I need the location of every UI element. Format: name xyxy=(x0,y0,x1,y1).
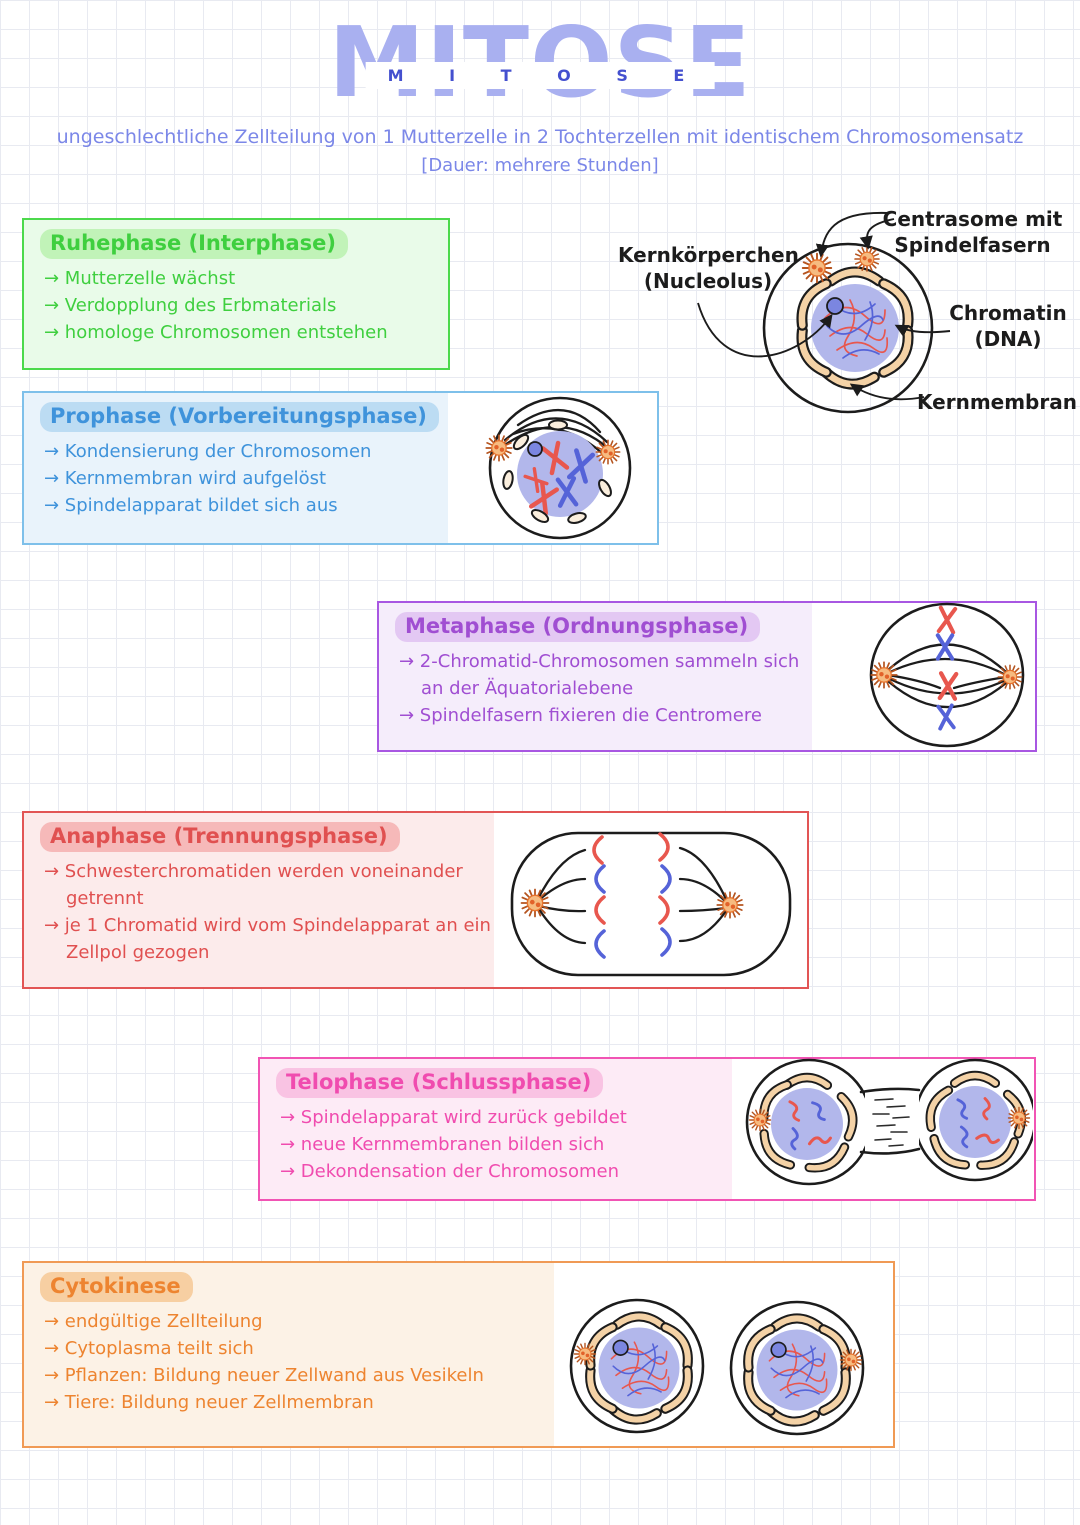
label-chromatin: Chromatin (DNA) xyxy=(938,300,1078,352)
phase-note: → Kondensierung der Chromosomen xyxy=(44,441,372,462)
centrosome-icon xyxy=(520,888,550,918)
centrosome-icon xyxy=(573,1342,597,1366)
phase-notes: → endgültige Zellteilung → Cytoplasma te… xyxy=(40,1308,570,1416)
centrosome-icon xyxy=(801,252,833,284)
page-title-spelled: M I T O S E xyxy=(365,62,715,89)
phase-note: → Cytoplasma teilt sich xyxy=(44,1338,254,1359)
interphase-cell-diagram xyxy=(697,212,951,414)
phase-note: → Tiere: Bildung neuer Zellmembran xyxy=(44,1392,374,1413)
phase-box-ruhephase: Ruhephase (Interphase) → Mutterzelle wäc… xyxy=(22,218,450,370)
phase-note: → Mutterzelle wächst xyxy=(44,268,236,289)
phase-title-cytokinese: Cytokinese xyxy=(40,1272,193,1302)
phase-note: → Spindelfasern fixieren die Centromere xyxy=(399,705,762,726)
label-centrosome-line2: Spindelfasern xyxy=(894,233,1051,257)
label-arrow xyxy=(697,302,833,358)
telophase-cell-diagram xyxy=(745,1058,1033,1186)
label-nucleolus-line1: Kernkörperchen xyxy=(618,243,799,267)
phase-title-ruhephase: Ruhephase (Interphase) xyxy=(40,229,349,259)
phase-note: → endgültige Zellteilung xyxy=(44,1311,263,1332)
phase-note: → Spindelapparat bildet sich aus xyxy=(44,495,338,516)
spindle-remnant-dashes xyxy=(872,1098,910,1147)
phase-title-anaphase: Anaphase (Trennungsphase) xyxy=(40,822,400,852)
phase-box-anaphase: Anaphase (Trennungsphase) → Schwesterchr… xyxy=(22,811,809,989)
phase-notes: → Spindelapparat wird zurück gebildet → … xyxy=(276,1104,736,1185)
duration-note: [Dauer: mehrere Stunden] xyxy=(421,155,659,176)
centrosome-icon xyxy=(748,1108,772,1132)
prophase-cell-diagram xyxy=(485,396,632,540)
centrosome-icon xyxy=(716,891,744,919)
phase-box-metaphase: Metaphase (Ordnungsphase) → 2-Chromatid-… xyxy=(377,601,1037,752)
centrosome-icon xyxy=(870,661,898,689)
centrosome-icon xyxy=(839,1348,863,1372)
phase-note: → Spindelapparat wird zurück gebildet xyxy=(280,1107,627,1128)
centrosome-icon xyxy=(1007,1106,1031,1130)
label-chromatin-line2: (DNA) xyxy=(974,327,1042,351)
phase-title-telophase: Telophase (Schlussphase) xyxy=(276,1068,604,1098)
label-arrow xyxy=(859,218,895,250)
phase-notes: → Kondensierung der Chromosomen → Kernme… xyxy=(40,438,460,519)
phase-title-prophase: Prophase (Vorbereitungsphase) xyxy=(40,402,439,432)
phase-note: → Dekondensation der Chromosomen xyxy=(280,1161,620,1182)
anaphase-cell-diagram xyxy=(510,831,792,977)
label-arrow xyxy=(849,383,925,401)
phase-note: → Schwesterchromatiden werden voneinande… xyxy=(44,861,463,909)
label-arrow xyxy=(815,212,889,258)
phase-note: → Pflanzen: Bildung neuer Zellwand aus V… xyxy=(44,1365,484,1386)
phase-note: → je 1 Chromatid wird vom Spindelapparat… xyxy=(44,915,491,963)
label-chromatin-line1: Chromatin xyxy=(949,301,1067,325)
phase-note: → 2-Chromatid-Chromosomen sammeln sich a… xyxy=(399,651,800,699)
label-arrow xyxy=(894,324,951,337)
page-subtitle: ungeschlechtliche Zellteilung von 1 Mutt… xyxy=(56,126,1024,148)
cytokinese-cells-diagram xyxy=(569,1298,865,1436)
metaphase-cell-diagram xyxy=(869,602,1025,748)
phase-notes: → Schwesterchromatiden werden voneinande… xyxy=(40,858,510,966)
phase-notes: → 2-Chromatid-Chromosomen sammeln sich a… xyxy=(395,648,820,729)
phase-note: → Verdopplung des Erbmaterials xyxy=(44,295,337,316)
centrosome-icon xyxy=(485,434,513,462)
centrosome-icon xyxy=(997,664,1023,690)
label-centrosome: Centrasome mit Spindelfasern xyxy=(875,206,1070,258)
phase-note: → homologe Chromosomen entstehen xyxy=(44,322,388,343)
phase-note: → neue Kernmembranen bilden sich xyxy=(280,1134,605,1155)
label-centrosome-line1: Centrasome mit xyxy=(882,207,1063,231)
centrosome-icon xyxy=(595,439,621,465)
label-nucleolus: Kernkörperchen (Nucleolus) xyxy=(618,242,799,294)
phase-note: → Kernmembran wird aufgelöst xyxy=(44,468,327,489)
phase-notes: → Mutterzelle wächst → Verdopplung des E… xyxy=(40,265,432,346)
label-membrane: Kernmembran xyxy=(917,390,1077,414)
phase-title-metaphase: Metaphase (Ordnungsphase) xyxy=(395,612,761,642)
label-nucleolus-line2: (Nucleolus) xyxy=(643,269,773,293)
